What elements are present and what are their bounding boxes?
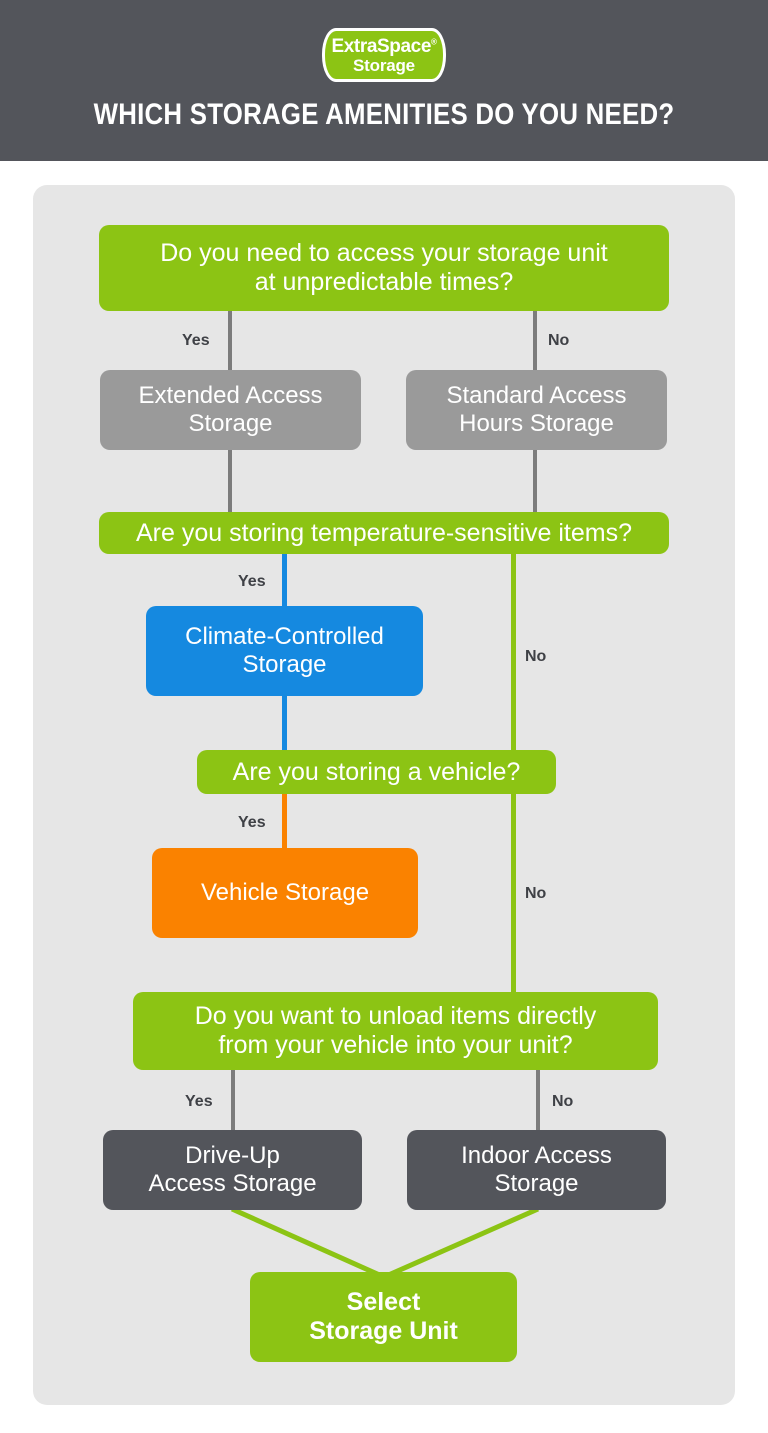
branch-label-q1-no: No (548, 332, 570, 349)
connector-driveup-to-final (230, 1206, 386, 1280)
branch-label-q3-no: No (525, 885, 547, 902)
question-line-1: Do you want to unload items directly (194, 1002, 597, 1030)
outcome-line-1: Climate-Controlled (185, 623, 384, 651)
outcome-node-vehicle-storage[interactable]: Vehicle Storage (152, 848, 418, 938)
question-line-1: Are you storing a vehicle? (232, 757, 521, 786)
connector-q1-yes (228, 310, 232, 372)
question-line-2: at unpredictable times? (254, 268, 514, 296)
outcome-node-indoor-access-storage[interactable]: Indoor Access Storage (407, 1130, 666, 1210)
outcome-line-1: Standard Access (446, 382, 627, 410)
connector-q3-yes (282, 794, 287, 850)
logo-line-2: Storage (353, 55, 415, 75)
question-line-1: Are you storing temperature-sensitive it… (135, 518, 633, 547)
question-node-access-times[interactable]: Do you need to access your storage unit … (99, 225, 669, 311)
connector-indoor-to-final (382, 1206, 540, 1280)
question-node-unload-directly[interactable]: Do you want to unload items directly fro… (133, 992, 658, 1070)
logo-trademark-icon: ® (431, 37, 437, 47)
terminal-line-1: Select (346, 1288, 421, 1316)
outcome-node-standard-access-hours-storage[interactable]: Standard Access Hours Storage (406, 370, 667, 450)
outcome-line-2: Storage (242, 651, 327, 678)
branch-label-q2-yes: Yes (238, 573, 266, 590)
connector-standard-access-to-q2 (533, 448, 537, 514)
connector-converging-to-final (230, 1206, 540, 1280)
terminal-line-2: Storage Unit (309, 1317, 458, 1345)
outcome-line-1: Drive-Up (185, 1142, 280, 1170)
header-bar: ExtraSpace® Storage WHICH STORAGE AMENIT… (0, 0, 768, 161)
terminal-node-select-storage-unit[interactable]: Select Storage Unit (250, 1272, 517, 1362)
question-line-2: from your vehicle into your unit? (218, 1031, 573, 1059)
connector-q4-yes (231, 1069, 235, 1131)
logo-word-extraspace: ExtraSpace (331, 35, 431, 57)
outcome-node-climate-controlled-storage[interactable]: Climate-Controlled Storage (146, 606, 423, 696)
outcome-line-2: Storage (494, 1170, 579, 1197)
question-line-1: Do you need to access your storage unit (160, 239, 608, 267)
branch-label-q4-yes: Yes (185, 1093, 213, 1110)
connector-climate-to-q3 (282, 694, 287, 750)
extra-space-storage-logo: ExtraSpace® Storage (322, 28, 446, 82)
outcome-line-1: Vehicle Storage (200, 879, 370, 907)
outcome-line-2: Hours Storage (459, 410, 614, 437)
outcome-line-2: Access Storage (148, 1170, 317, 1197)
branch-label-q4-no: No (552, 1093, 574, 1110)
question-node-storing-vehicle[interactable]: Are you storing a vehicle? (197, 750, 556, 794)
connector-extended-access-to-q2 (228, 448, 232, 514)
outcome-node-extended-access-storage[interactable]: Extended Access Storage (100, 370, 361, 450)
question-node-temperature-sensitive[interactable]: Are you storing temperature-sensitive it… (99, 512, 669, 554)
outcome-line-2: Storage (188, 410, 273, 437)
connector-q4-no (536, 1069, 540, 1131)
branch-label-q1-yes: Yes (182, 332, 210, 349)
outcome-line-1: Indoor Access (461, 1142, 612, 1170)
connector-q2-yes (282, 552, 287, 608)
branch-label-q3-yes: Yes (238, 814, 266, 831)
logo-line-1: ExtraSpace® (331, 37, 436, 56)
connector-q1-no (533, 310, 537, 372)
page-title: WHICH STORAGE AMENITIES DO YOU NEED? (93, 98, 675, 131)
branch-label-q2-no: No (525, 648, 547, 665)
outcome-node-drive-up-access-storage[interactable]: Drive-Up Access Storage (103, 1130, 362, 1210)
outcome-line-1: Extended Access (138, 382, 323, 410)
